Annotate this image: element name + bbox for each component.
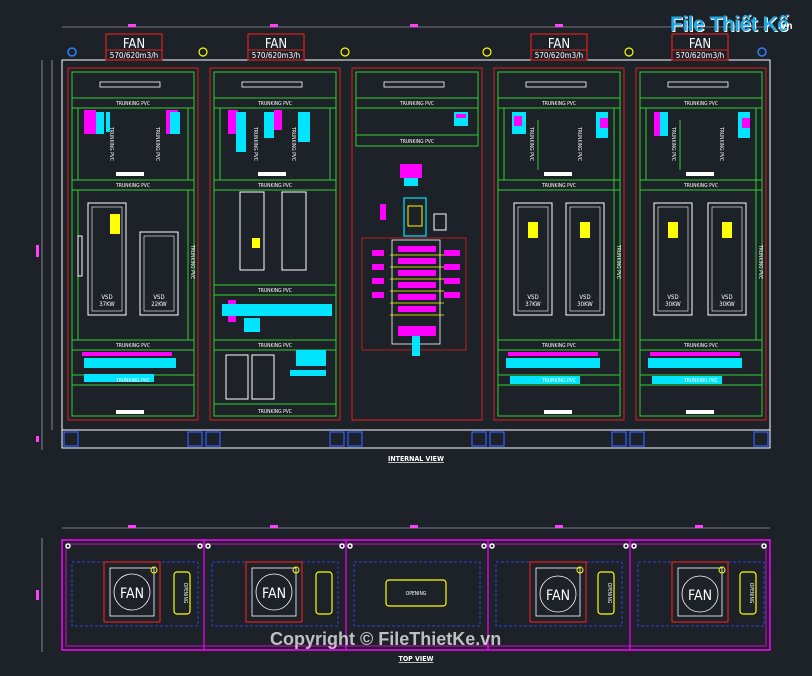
cabinet-4 [493,67,625,421]
trunking-label: TRUNKING PVC [670,126,676,161]
trunking-label: TRUNKING PVC [115,378,150,384]
trunking-label: TRUNKING PVC [541,101,576,107]
vsd-label: VSD [667,294,678,301]
copyright-watermark: Copyright © FileThietKe.vn [270,629,502,649]
fan-box-1-title: FAN [123,37,145,52]
trunking-label: TRUNKING PVC [108,126,114,161]
trunking-label: TRUNKING PVC [757,244,763,279]
top-fan-4: FAN [671,561,729,623]
vsd-labels: VSD 37KW VSD 22KW VSD 37KW VSD 30KW VSD … [99,294,735,308]
trunking-label: TRUNKING PVC [576,126,582,161]
fan-box-3-title: FAN [548,37,570,52]
vsd-rating: 37KW [525,301,541,308]
top-fan-2: FAN [245,561,303,623]
site-logo[interactable]: File Thiết Kế .vn [670,13,810,45]
internal-view-title: INTERNAL VIEW [388,455,444,463]
vertical-trunking-labels: TRUNKING PVC TRUNKING PVC TRUNKING PVC T… [108,126,763,279]
cabinet-3-control [351,67,483,421]
fan-box-1: FAN 570/620m3/h [105,33,163,61]
vsd-label: VSD [153,294,164,301]
trunking-label: TRUNKING PVC [528,126,534,161]
trunking-label: TRUNKING PVC [257,409,292,415]
vsd-rating: 30KW [577,301,593,308]
trunking-label: TRUNKING PVC [154,126,160,161]
fan-box-4-title: FAN [689,37,711,52]
top-fan-3: FAN [529,561,587,623]
vsd-label: VSD [579,294,590,301]
opening-label: OPENING [748,583,754,604]
trunking-label: TRUNKING PVC [399,101,434,107]
top-fan-3-label: FAN [546,588,570,604]
fan-box-3: FAN 570/620m3/h [530,33,588,61]
top-fan-2-label: FAN [262,586,286,602]
cabinet-5 [635,67,767,421]
fan-box-2: FAN 570/620m3/h [247,33,305,61]
top-fan-4-label: FAN [688,588,712,604]
vsd-rating: 30KW [665,301,681,308]
trunking-label: TRUNKING PVC [541,378,576,384]
trunking-label: TRUNKING PVC [541,343,576,349]
trunking-label: TRUNKING PVC [189,244,195,279]
logo-domain: .vn [778,21,793,32]
lifting-eyes [198,47,634,57]
opening-label: OPENING [606,583,612,604]
top-openings [173,571,757,615]
trunking-label: TRUNKING PVC [615,244,621,279]
trunking-label: TRUNKING PVC [683,183,718,189]
trunking-label: TRUNKING PVC [115,101,150,107]
trunking-label: TRUNKING PVC [257,288,292,294]
opening-labels: OPENING OPENING OPENING OPENING [182,583,754,604]
cabinet-1 [67,67,199,421]
fan-box-2-rate: 570/620m3/h [252,51,300,60]
base-plinth [61,429,771,449]
trunking-label: TRUNKING PVC [683,378,718,384]
cabinet-2 [209,67,341,421]
trunking-label: TRUNKING PVC [115,343,150,349]
logo-text: File Thiết Kế [670,13,789,36]
vsd-rating: 37KW [99,301,115,308]
fan-box-4: FAN 570/620m3/h [671,33,729,61]
vsd-label: VSD [527,294,538,301]
trunking-label: TRUNKING PVC [257,101,292,107]
trunking-label: TRUNKING PVC [257,343,292,349]
trunking-label: TRUNKING PVC [252,126,258,161]
trunking-label: TRUNKING PVC [683,101,718,107]
fan-box-2-title: FAN [265,37,287,52]
trunking-label: TRUNKING PVC [290,126,296,161]
vsd-rating: 22KW [151,301,167,308]
dimension-marks [36,24,703,600]
opening-label: OPENING [182,583,188,604]
vsd-label: VSD [721,294,732,301]
trunking-label: TRUNKING PVC [115,183,150,189]
vsd-rating: 30KW [719,301,735,308]
top-fan-1-label: FAN [120,586,144,602]
trunking-label: TRUNKING PVC [718,126,724,161]
fan-box-1-rate: 570/620m3/h [110,51,158,60]
fan-box-3-rate: 570/620m3/h [535,51,583,60]
trunking-labels: TRUNKING PVC TRUNKING PVC TRUNKING PVC T… [115,101,718,415]
trunking-label: TRUNKING PVC [541,183,576,189]
top-view-title: TOP VIEW [399,655,434,663]
vsd-label: VSD [101,294,112,301]
top-fan-1: FAN [103,561,161,623]
trunking-label: TRUNKING PVC [257,183,292,189]
trunking-label: TRUNKING PVC [683,343,718,349]
opening-label: OPENING [406,591,427,597]
trunking-label: TRUNKING PVC [399,139,434,145]
fan-box-4-rate: 570/620m3/h [676,51,724,60]
corner-lift-eyes [67,47,767,57]
